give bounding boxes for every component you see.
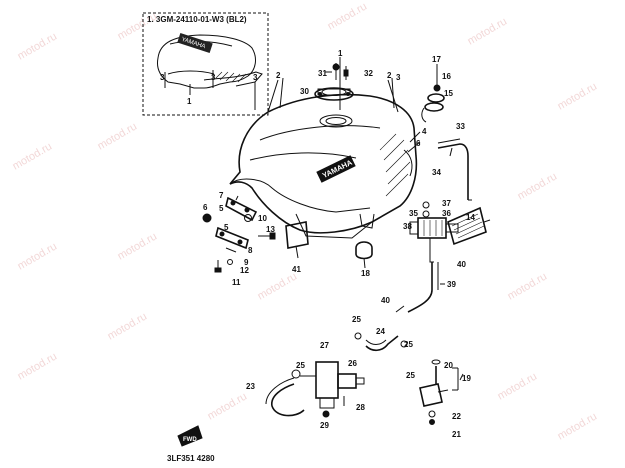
callout-1: 1 xyxy=(338,49,343,58)
callout-3: 3 xyxy=(160,73,165,82)
callout-2: 2 xyxy=(276,71,281,80)
callout-34: 34 xyxy=(432,168,441,177)
cock-lever-assembly xyxy=(419,359,459,425)
callout-10: 10 xyxy=(258,214,267,223)
callout-24: 24 xyxy=(376,327,385,336)
front-direction-marker: FWD xyxy=(177,425,203,447)
watermark: motod.ru xyxy=(506,270,550,302)
callout-28: 28 xyxy=(356,403,365,412)
watermark: motod.ru xyxy=(16,30,60,62)
callout-39: 39 xyxy=(447,280,456,289)
callout-27: 27 xyxy=(320,341,329,350)
callout-25: 25 xyxy=(404,340,413,349)
watermark: motod.ru xyxy=(466,15,510,47)
callout-18: 18 xyxy=(361,269,370,278)
callout-3: 3 xyxy=(253,73,258,82)
watermark: motod.ru xyxy=(16,240,60,272)
callout-29: 29 xyxy=(320,421,329,430)
callout-9: 9 xyxy=(244,258,249,267)
callout-11: 11 xyxy=(232,278,241,287)
breather-hose-upper xyxy=(437,138,472,201)
watermark: motod.ru xyxy=(16,350,60,382)
callout-12: 12 xyxy=(240,266,249,275)
callout-21: 21 xyxy=(452,430,461,439)
watermark: motod.ru xyxy=(556,410,600,442)
tank-rear-bracket xyxy=(447,206,491,246)
watermark: motod.ru xyxy=(496,370,540,402)
watermark: motod.ru xyxy=(116,230,160,262)
callout-8: 8 xyxy=(248,246,253,255)
callout-23: 23 xyxy=(246,382,255,391)
callout-5: 5 xyxy=(224,223,229,232)
diagram-reference-code: 3LF351 4280 xyxy=(167,454,215,463)
inset-decal-box: 1. 3GM-24110-01-W3 (BL2) YAMAHA xyxy=(142,12,269,116)
tank-rubber-damper xyxy=(355,241,373,260)
callout-2: 2 xyxy=(387,71,392,80)
fuel-hose-middle xyxy=(354,332,408,352)
callout-6: 6 xyxy=(203,203,208,212)
fuel-hose xyxy=(395,262,439,313)
callout-3: 3 xyxy=(396,73,401,82)
leader-lines xyxy=(235,57,464,381)
watermark: motod.ru xyxy=(556,80,600,112)
callout-1: 1 xyxy=(187,97,192,106)
callout-14: 14 xyxy=(466,213,475,222)
watermark: motod.ru xyxy=(106,310,150,342)
callout-40: 40 xyxy=(457,260,466,269)
front-marker-text: FWD xyxy=(183,437,197,443)
callout-7: 7 xyxy=(219,191,224,200)
callout-36: 36 xyxy=(442,209,451,218)
callout-16: 16 xyxy=(442,72,451,81)
callout-25: 25 xyxy=(406,371,415,380)
callout-3: 3 xyxy=(211,73,216,82)
callout-37: 37 xyxy=(442,199,451,208)
callout-22: 22 xyxy=(452,412,461,421)
watermark: motod.ru xyxy=(326,0,370,32)
fuel-filter-assembly xyxy=(291,361,365,418)
overflow-hose xyxy=(265,377,305,417)
warning-label-plate xyxy=(285,221,309,249)
callout-20: 20 xyxy=(444,361,453,370)
watermark: motod.ru xyxy=(96,120,140,152)
inset-title: 1. 3GM-24110-01-W3 (BL2) xyxy=(147,15,247,24)
callout-4: 4 xyxy=(422,127,427,136)
callout-38: 38 xyxy=(403,222,412,231)
front-bracket-parts xyxy=(202,196,276,273)
cap-damper-parts xyxy=(421,64,445,123)
watermark: motod.ru xyxy=(206,390,250,422)
callout-41: 41 xyxy=(292,265,301,274)
callout-31: 31 xyxy=(318,69,327,78)
callout-30: 30 xyxy=(300,87,309,96)
callout-40: 40 xyxy=(381,296,390,305)
callout-17: 17 xyxy=(432,55,441,64)
callout-labels: 1 3 3 1 2 2 3 3 31 32 30 17 16 15 4 6 33… xyxy=(160,49,475,439)
callout-32: 32 xyxy=(364,69,373,78)
watermark: motod.ru xyxy=(11,140,55,172)
callout-15: 15 xyxy=(444,89,453,98)
callout-33: 33 xyxy=(456,122,465,131)
filler-cap-assembly xyxy=(314,63,354,101)
callout-25: 25 xyxy=(296,361,305,370)
watermark: motod.ru xyxy=(516,170,560,202)
callout-19: 19 xyxy=(462,374,471,383)
watermark: motod.ru xyxy=(256,270,300,302)
callout-35: 35 xyxy=(409,209,418,218)
callout-13: 13 xyxy=(266,225,275,234)
tank-brand-badge xyxy=(316,155,356,183)
callout-26: 26 xyxy=(348,359,357,368)
callout-25: 25 xyxy=(352,315,361,324)
callout-5: 5 xyxy=(219,204,224,213)
callout-6: 6 xyxy=(416,139,421,148)
